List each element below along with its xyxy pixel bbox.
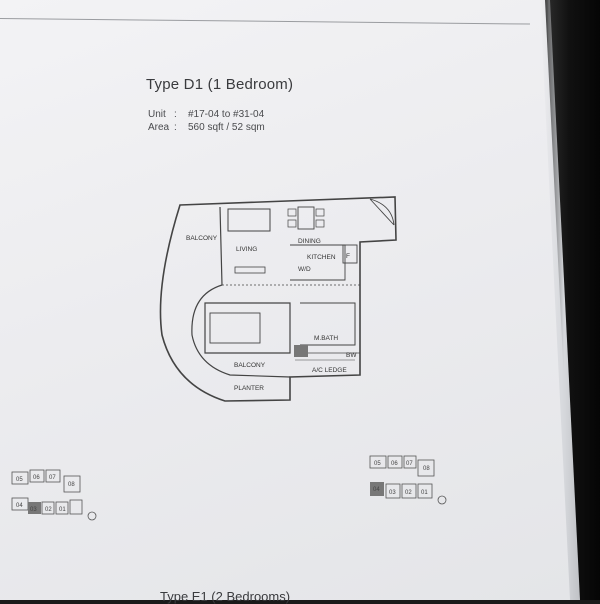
next-unit-heading: Type E1 (2 Bedrooms) — [160, 589, 291, 604]
key-unit-06: 06 — [391, 461, 398, 467]
area-row: Area : 560 sqft / 52 sqm — [148, 121, 265, 134]
key-unit-05: 05 — [374, 461, 381, 467]
unit-row: Unit : #17-04 to #31-04 — [148, 108, 265, 121]
room-mbath: M.BATH — [314, 335, 338, 342]
room-kitchen: KITCHEN — [307, 254, 336, 261]
area-value: 560 sqft / 52 sqm — [188, 122, 265, 133]
room-balcony-bottom: BALCONY — [234, 362, 266, 369]
key-plan-right: 05 06 07 08 04 03 02 01 — [369, 455, 447, 505]
area-label: Area — [148, 122, 170, 133]
washer-mark: W/D — [298, 266, 311, 273]
room-planter: PLANTER — [234, 385, 264, 392]
unit-type-title: Type D1 (1 Bedroom) — [146, 76, 294, 93]
key-unit-02: 02 — [405, 490, 412, 496]
key-unit-03: 03 — [30, 507, 37, 513]
floor-plan: BALCONY LIVING DINING KITCHEN F W/D M.BA… — [159, 196, 397, 402]
key-unit-04: 04 — [16, 503, 23, 509]
key-unit-07: 07 — [49, 475, 56, 481]
unit-value: #17-04 to #31-04 — [188, 109, 265, 120]
room-balcony-top: BALCONY — [186, 235, 218, 242]
key-unit-08: 08 — [423, 466, 430, 472]
key-plan-left: 05 06 07 08 04 03 02 01 — [11, 469, 97, 521]
key-unit-01: 01 — [59, 507, 66, 513]
key-unit-06: 06 — [33, 475, 40, 481]
north-arrow-icon — [437, 495, 447, 505]
key-unit-02: 02 — [45, 507, 52, 513]
brochure-page — [0, 0, 575, 600]
fridge-mark: F — [346, 253, 350, 260]
room-dining: DINING — [298, 238, 321, 245]
key-unit-03: 03 — [389, 490, 396, 496]
area-sep: : — [174, 122, 177, 133]
room-living: LIVING — [236, 246, 257, 253]
room-ac-ledge: A/C LEDGE — [312, 367, 347, 374]
unit-label: Unit — [148, 109, 166, 120]
key-unit-05: 05 — [16, 477, 23, 483]
unit-sep: : — [174, 109, 177, 120]
north-arrow-icon — [87, 511, 97, 521]
key-unit-08: 08 — [68, 482, 75, 488]
bath-fixture — [294, 345, 308, 357]
room-bw: BW — [346, 352, 357, 359]
key-unit-04: 04 — [373, 487, 380, 493]
key-unit-01: 01 — [421, 490, 428, 496]
unit-details: Unit : #17-04 to #31-04 Area : 560 sqft … — [148, 108, 265, 134]
key-unit-07: 07 — [406, 461, 413, 467]
